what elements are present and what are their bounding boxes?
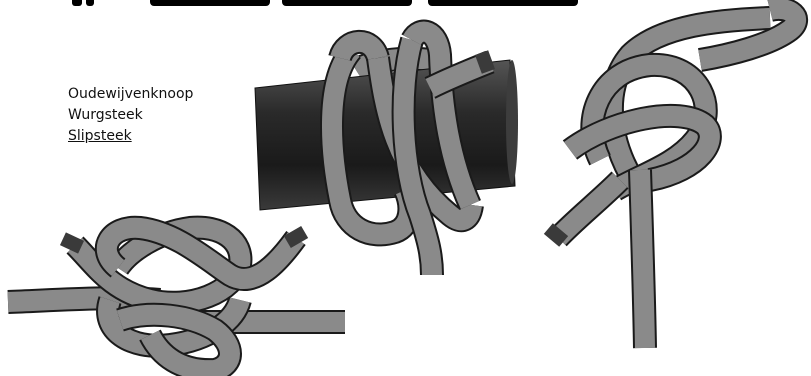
cropped-title-shapes [50, 0, 610, 8]
knot-name-oudewijvenknoop: Oudewijvenknoop [68, 84, 193, 105]
constrictor-knot-illustration [255, 32, 518, 275]
cropped-title-fragment [50, 0, 610, 8]
knot-name-slipsteek: Slipsteek [68, 126, 193, 147]
knot-name-wurgsteek: Wurgsteek [68, 105, 193, 126]
slip-knot-illustration [544, 9, 796, 348]
pole-shape [255, 60, 515, 210]
knot-name-list: Oudewijvenknoop Wurgsteek Slipsteek [68, 84, 193, 147]
granny-knot-illustration [8, 226, 345, 370]
